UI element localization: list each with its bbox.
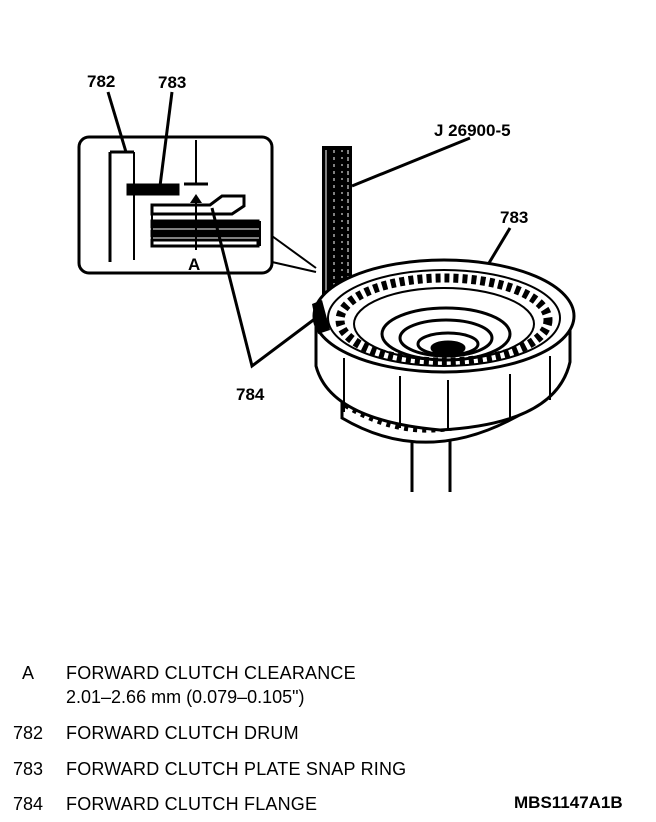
detail-inset	[77, 135, 274, 275]
detail-frame	[77, 135, 274, 275]
legend-desc: FORWARD CLUTCH FLANGE	[66, 794, 318, 814]
detail-plate	[150, 229, 260, 238]
legend-key: 782	[12, 723, 44, 743]
detail-plate	[150, 238, 260, 248]
leader-lines	[106, 91, 512, 369]
callout-783-detail: 783	[158, 73, 186, 92]
legend-desc: FORWARD CLUTCH PLATE SNAP RING	[66, 759, 407, 779]
legend-sub: 2.01–2.66 mm (0.079–0.105")	[66, 687, 305, 707]
callout-782: 782	[87, 72, 115, 91]
plate-snap-ring	[335, 273, 553, 367]
legend-key: 783	[12, 759, 44, 779]
legend-row-782: 782 FORWARD CLUTCH DRUM	[0, 721, 656, 747]
callout-a: A	[188, 255, 200, 274]
detail-flange	[150, 194, 246, 216]
callout-783-drum: 783	[500, 208, 528, 227]
legend-desc: FORWARD CLUTCH DRUM	[66, 723, 299, 743]
legend-key: A	[21, 663, 34, 683]
callout-784: 784	[236, 385, 265, 404]
legend-row-783: 783 FORWARD CLUTCH PLATE SNAP RING	[0, 757, 656, 783]
callout-tool: J 26900-5	[434, 121, 511, 140]
drum-hub	[430, 340, 466, 356]
legend-desc: FORWARD CLUTCH CLEARANCE	[66, 663, 356, 683]
legend-row-a: A FORWARD CLUTCH CLEARANCE 2.01–2.66 mm …	[0, 661, 656, 707]
legend-row-784: 784 FORWARD CLUTCH FLANGE	[0, 792, 656, 818]
detail-snap-ring	[126, 183, 180, 196]
feeler-gauge-tool	[322, 146, 352, 296]
legend-key: 784	[12, 794, 44, 814]
figure-code: MBS1147A1B	[514, 793, 623, 812]
clutch-diagram: 782 783 J 26900-5 783 784 A	[77, 72, 576, 492]
clutch-drum-assembly	[312, 258, 576, 492]
detail-plate	[150, 219, 260, 229]
